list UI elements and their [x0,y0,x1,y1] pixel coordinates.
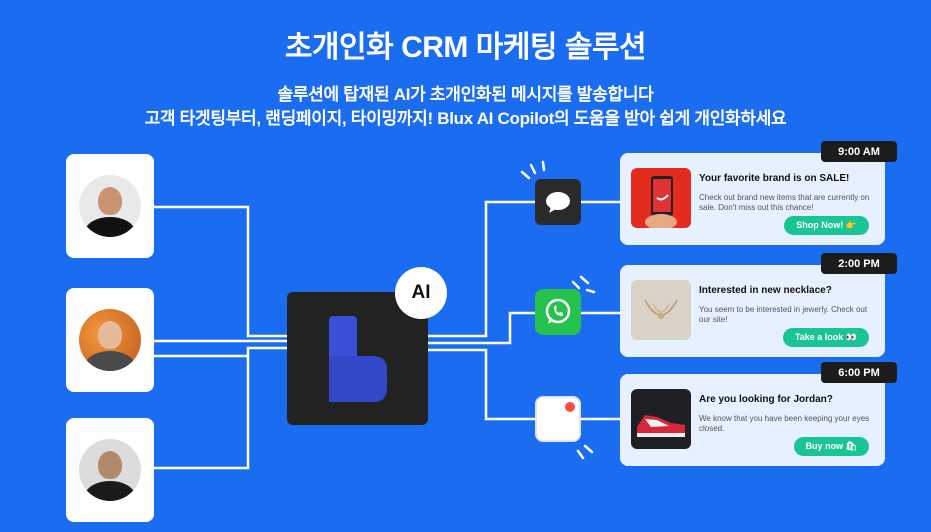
message-body: You seem to be interested in jewerly. Ch… [699,305,868,324]
message-card-3: Are you looking for Jordan? We know that… [620,362,897,466]
customer-profile-card-3 [66,418,154,522]
whatsapp-icon[interactable] [535,289,581,335]
shop-now-button[interactable]: Shop Now! 👉 [784,216,869,235]
product-image-phone [631,168,691,228]
customer-avatar-2 [79,309,141,371]
buy-now-button[interactable]: Buy now 🛍 [793,437,869,456]
message-headline: Your favorite brand is on SALE! [699,173,850,184]
message-headline: Are you looking for Jordan? [699,394,833,405]
time-badge: 2:00 PM [821,253,897,274]
blux-logo-box [287,292,428,425]
time-badge: 6:00 PM [821,362,897,383]
chat-bubble-icon[interactable] [535,179,581,225]
notification-dot [565,402,575,412]
page-title: 초개인화 CRM 마케팅 솔루션 [284,31,647,64]
product-image-necklace [631,280,691,340]
message-headline: Interested in new necklace? [699,285,832,296]
message-body: Check out brand new items that are curre… [699,193,870,212]
time-badge: 9:00 AM [821,141,897,162]
message-card-1: Your favorite brand is on SALE! Check ou… [620,141,897,245]
customer-profile-card-2 [66,288,154,392]
message-body: We know that you have been keeping your … [699,414,870,433]
message-card-2: Interested in new necklace? You seem to … [620,253,897,357]
subtitle-line-2: 고객 타겟팅부터, 랜딩페이지, 타이밍까지! Blux AI Copilot의… [144,109,787,128]
subtitle-line-1: 솔루션에 탑재된 AI가 초개인화된 메시지를 발송합니다 [277,85,654,104]
customer-avatar-3 [79,439,141,501]
take-a-look-button[interactable]: Take a look 👀 [782,328,869,347]
blux-logo-icon [328,315,387,402]
customer-profile-card-1 [66,154,154,258]
app-notification-icon[interactable] [535,396,581,442]
product-image-sneaker [631,389,691,449]
customer-avatar-1 [79,175,141,237]
ai-badge: AI [395,267,447,319]
